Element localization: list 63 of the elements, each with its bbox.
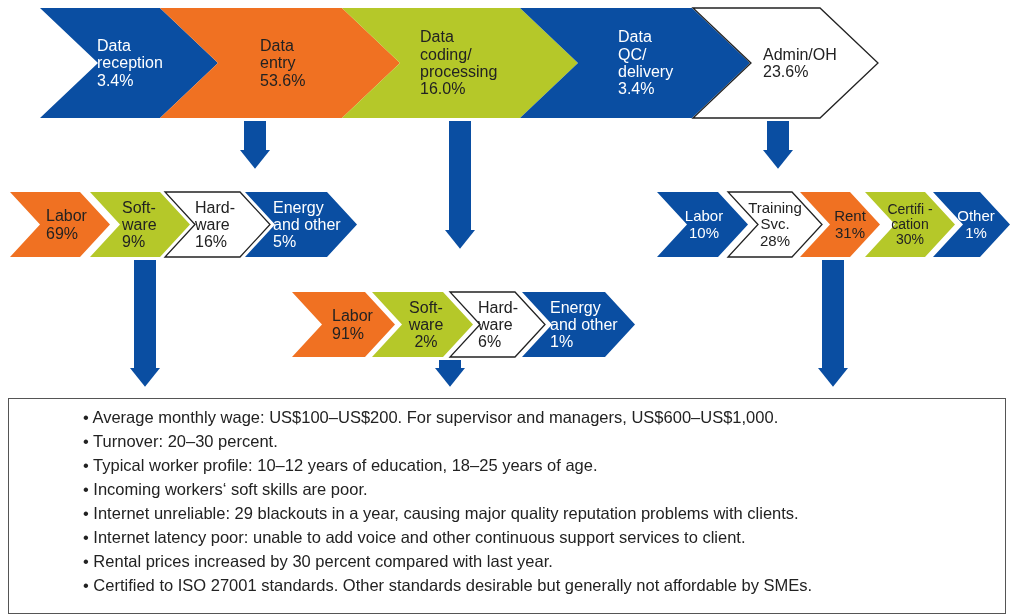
percentage-label: 6% xyxy=(478,333,503,351)
chevron-step xyxy=(800,192,880,257)
step-label: Data coding/ processing xyxy=(420,28,499,81)
percentage-label: 23.6% xyxy=(763,63,810,81)
block-arrow xyxy=(435,360,465,387)
chevron-step xyxy=(292,292,395,357)
step-label: Energy and other xyxy=(273,198,342,234)
percentage-label: 53.6% xyxy=(260,71,307,89)
bullet-note: • Incoming workers‘ soft skills are poor. xyxy=(83,479,368,500)
step-label: Labor xyxy=(683,208,725,225)
bullet-note: • Internet latency poor: unable to add voice and other continuous support services to client. xyxy=(83,527,746,548)
chevron-step xyxy=(520,8,750,118)
percentage-label: 30% xyxy=(895,232,925,248)
percentage-label: 28% xyxy=(759,232,791,249)
step-label: Data QC/ delivery xyxy=(618,28,675,81)
bullet-note: • Typical worker profile: 10–12 years of education, 18–25 years of age. xyxy=(83,455,598,476)
block-arrow xyxy=(130,260,160,387)
block-arrow xyxy=(818,260,848,387)
block-arrow xyxy=(763,121,793,169)
chevron-step xyxy=(342,8,578,118)
percentage-label: 1% xyxy=(964,224,988,241)
step-label: Data reception xyxy=(97,37,164,72)
bullet-note: • Certified to ISO 27001 standards. Other standards desirable but generally not affordable by SMEs. xyxy=(83,575,813,596)
bullet-note: • Turnover: 20–30 percent. xyxy=(83,431,278,452)
percentage-label: 69% xyxy=(46,224,80,242)
percentage-label: 31% xyxy=(834,224,866,241)
chevron-step xyxy=(522,292,635,357)
percentage-label: 3.4% xyxy=(618,80,656,98)
chevron-step xyxy=(40,8,218,118)
step-label: Data entry xyxy=(260,37,297,72)
chevron-step xyxy=(10,192,110,257)
step-label: Other xyxy=(956,208,996,225)
notes-box xyxy=(8,398,1006,614)
step-label: Hard- ware xyxy=(478,298,519,334)
percentage-label: 3.4% xyxy=(97,71,135,89)
bullet-note: • Rental prices increased by 30 percent compared with last year. xyxy=(83,551,553,572)
step-label: Soft- ware xyxy=(407,298,445,334)
block-arrow xyxy=(445,121,475,249)
percentage-label: 5% xyxy=(273,233,298,251)
percentage-label: 16.0% xyxy=(420,80,467,98)
step-label: Labor xyxy=(46,207,88,225)
percentage-label: 16% xyxy=(195,233,229,251)
step-label: Soft- ware xyxy=(122,198,158,234)
bullet-note: • Internet unreliable: 29 blackouts in a year, causing major quality reputation problems with clients. xyxy=(83,503,799,524)
step-label: Energy and other xyxy=(550,298,619,334)
step-label: Admin/OH xyxy=(763,45,838,63)
chevron-step xyxy=(933,192,1010,257)
percentage-label: 10% xyxy=(688,224,720,241)
chevron-step xyxy=(245,192,357,257)
step-label: Certifi -cation xyxy=(887,201,933,233)
step-label: Labor xyxy=(332,307,374,325)
chevron-step xyxy=(693,8,878,118)
bullet-note: • Average monthly wage: US$100–US$200. For supervisor and managers, US$600–US$1,000. xyxy=(83,407,779,428)
step-label: Rent xyxy=(833,208,867,225)
chevron-step xyxy=(657,192,748,257)
percentage-label: 91% xyxy=(332,324,366,342)
step-label: Training Svc. xyxy=(747,200,803,233)
step-label: Hard- ware xyxy=(195,198,236,234)
chevron-step xyxy=(160,8,400,118)
percentage-label: 1% xyxy=(550,333,575,351)
percentage-label: 2% xyxy=(413,333,439,351)
block-arrow xyxy=(240,121,270,169)
percentage-label: 9% xyxy=(122,233,147,251)
